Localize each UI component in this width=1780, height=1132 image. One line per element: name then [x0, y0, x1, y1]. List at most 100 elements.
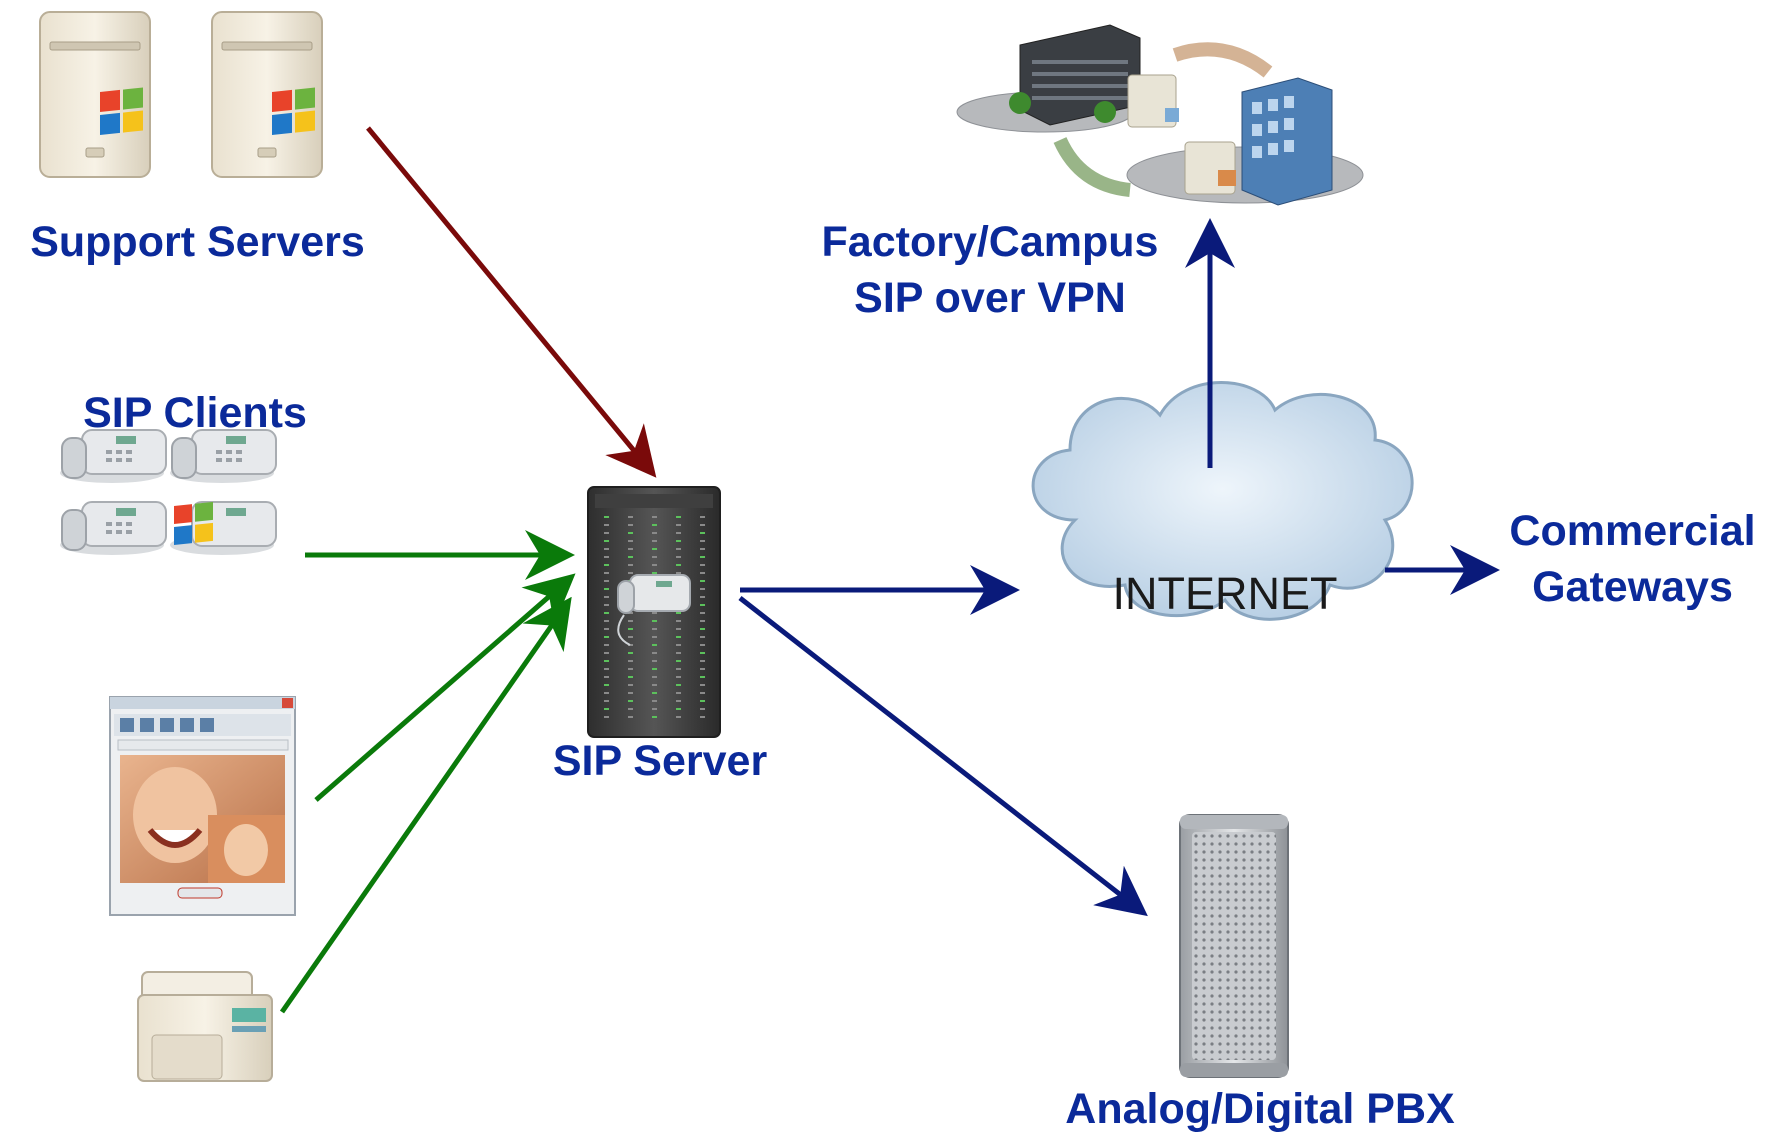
desk-phone-2-icon	[170, 429, 277, 483]
rack-led	[652, 612, 657, 614]
rack-led	[628, 676, 633, 678]
rack-led	[604, 652, 609, 654]
rack-led	[700, 636, 705, 638]
factory-campus-label-line1: Factory/Campus	[821, 218, 1159, 266]
rack-led	[604, 516, 609, 518]
rack-led	[604, 660, 609, 662]
rack-led	[652, 532, 657, 534]
arrow-printer-to-sip-server	[279, 596, 572, 1014]
rack-led	[628, 716, 633, 718]
rack-led	[676, 716, 681, 718]
rack-led	[700, 580, 705, 582]
rack-led	[700, 676, 705, 678]
rack-led	[628, 708, 633, 710]
rack-led	[604, 548, 609, 550]
rack-led	[628, 516, 633, 518]
rack-led	[700, 516, 705, 518]
rack-led	[700, 660, 705, 662]
rack-led	[604, 620, 609, 622]
rack-led	[628, 612, 633, 614]
pbx-label: Analog/Digital PBX	[1065, 1085, 1455, 1132]
rack-led	[700, 596, 705, 598]
rack-led	[628, 668, 633, 670]
rack-led	[700, 556, 705, 558]
rack-led	[604, 668, 609, 670]
rack-led	[628, 684, 633, 686]
rack-led	[676, 532, 681, 534]
rack-led	[700, 652, 705, 654]
commercial-gateways-label-line2: Gateways	[1532, 563, 1733, 611]
desk-phone-3-icon	[60, 501, 167, 555]
rack-led	[604, 700, 609, 702]
support-server-right-icon	[211, 11, 323, 178]
arrow-support-to-sip-server	[366, 126, 657, 478]
rack-led	[652, 516, 657, 518]
rack-led	[604, 532, 609, 534]
rack-led	[700, 604, 705, 606]
rack-led	[628, 620, 633, 622]
support-servers-label: Support Servers	[30, 218, 365, 266]
rack-led	[652, 676, 657, 678]
campus-buildings-icon	[956, 24, 1364, 206]
rack-led	[676, 692, 681, 694]
arrow-video-to-sip-server	[314, 573, 576, 802]
rack-led	[700, 612, 705, 614]
rack-led	[604, 612, 609, 614]
rack-led	[700, 620, 705, 622]
rack-led	[628, 660, 633, 662]
rack-led	[628, 564, 633, 566]
rack-led	[604, 540, 609, 542]
rack-led	[604, 716, 609, 718]
rack-led	[676, 628, 681, 630]
rack-led	[676, 620, 681, 622]
rack-led	[676, 676, 681, 678]
rack-led	[652, 692, 657, 694]
rack-led	[604, 564, 609, 566]
sip-clients-label: SIP Clients	[83, 389, 307, 437]
rack-led	[604, 644, 609, 646]
rack-led	[604, 708, 609, 710]
rack-led	[676, 644, 681, 646]
rack-led	[676, 516, 681, 518]
rack-led	[676, 708, 681, 710]
rack-led	[700, 532, 705, 534]
rack-led	[604, 692, 609, 694]
rack-led	[628, 548, 633, 550]
rack-led	[628, 524, 633, 526]
rack-led	[604, 588, 609, 590]
desk-phone-1-icon	[60, 429, 167, 483]
rack-led	[700, 668, 705, 670]
rack-led	[628, 628, 633, 630]
rack-led	[700, 684, 705, 686]
rack-led	[652, 564, 657, 566]
rack-led	[676, 652, 681, 654]
rack-led	[676, 700, 681, 702]
rack-led	[604, 628, 609, 630]
rack-led	[676, 524, 681, 526]
rack-led	[652, 636, 657, 638]
rack-led	[628, 556, 633, 558]
rack-led	[628, 572, 633, 574]
rack-led	[700, 524, 705, 526]
arrow-sip-server-to-pbx	[738, 596, 1148, 917]
rack-led	[700, 548, 705, 550]
rack-led	[676, 668, 681, 670]
rack-led	[628, 540, 633, 542]
rack-led	[604, 676, 609, 678]
commercial-gateways-label: Commercial Gateways	[1490, 503, 1775, 615]
windows-softphone-icon	[170, 501, 277, 555]
rack-led	[676, 636, 681, 638]
rack-led	[700, 716, 705, 718]
rack-led	[604, 556, 609, 558]
rack-led	[652, 684, 657, 686]
rack-led	[700, 692, 705, 694]
rack-led	[628, 532, 633, 534]
rack-led	[700, 700, 705, 702]
printer-icon	[137, 971, 273, 1082]
sip-server-rack-icon	[587, 486, 721, 738]
rack-led	[652, 708, 657, 710]
rack-led	[676, 548, 681, 550]
rack-led	[652, 556, 657, 558]
